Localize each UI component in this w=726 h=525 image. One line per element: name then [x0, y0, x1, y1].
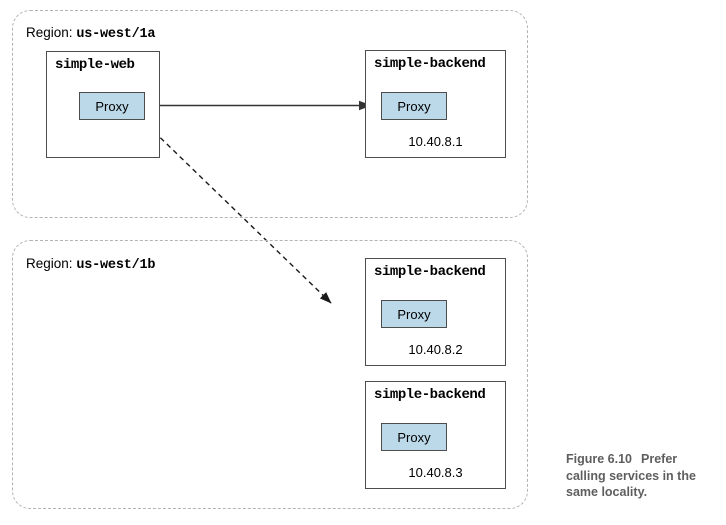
service-ip-backend-1: 10.40.8.1: [408, 134, 463, 149]
service-ip-backend-2: 10.40.8.2: [408, 342, 463, 357]
service-title-backend-1: simple-backend: [374, 56, 486, 72]
proxy-chip-backend-2[interactable]: Proxy: [381, 300, 447, 328]
region-us-west-1a-label: Region: us-west/1a: [26, 25, 156, 43]
connector-dashed-web-to-backend2: [140, 118, 332, 304]
region-us-west-1b-label: Region: us-west/1b: [26, 256, 156, 274]
proxy-chip-backend-3[interactable]: Proxy: [381, 423, 447, 451]
region-label-value: us-west/1a: [76, 27, 156, 42]
region-label-prefix: Region:: [26, 25, 73, 40]
region-label-value: us-west/1b: [76, 258, 156, 273]
region-us-west-1b: [12, 240, 528, 509]
service-title-backend-3: simple-backend: [374, 387, 486, 403]
service-title-simple-web: simple-web: [55, 57, 135, 73]
service-title-backend-2: simple-backend: [374, 264, 486, 280]
figure-caption-number: Figure 6.10: [566, 452, 632, 466]
proxy-chip-simple-web[interactable]: Proxy: [79, 92, 145, 120]
figure-caption-text: Prefer calling services in the same loca…: [566, 452, 696, 499]
service-ip-backend-3: 10.40.8.3: [408, 465, 463, 480]
region-label-prefix: Region:: [26, 256, 73, 271]
proxy-chip-backend-1[interactable]: Proxy: [381, 92, 447, 120]
region-us-west-1a: [12, 10, 528, 218]
